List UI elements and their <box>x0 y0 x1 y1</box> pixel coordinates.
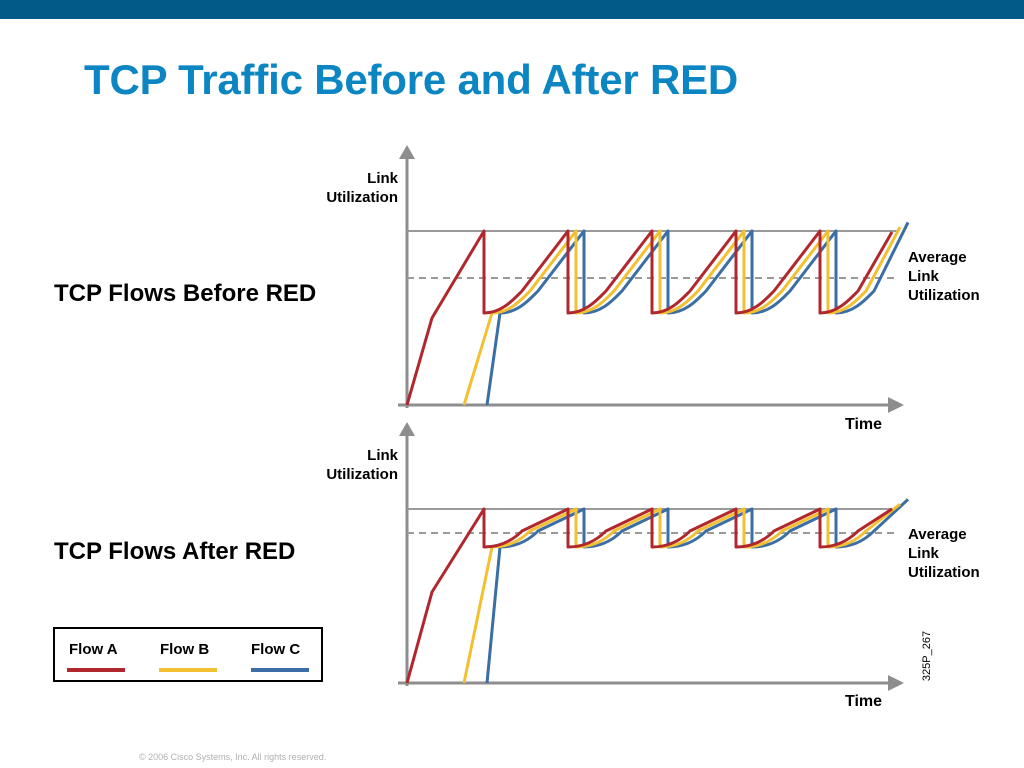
panel-before-average-label: Average Link Utilization <box>908 249 980 304</box>
panel-before-label: TCP Flows Before RED <box>54 280 317 307</box>
legend-swatch-flow-b <box>159 668 217 672</box>
panel-before-y-axis-arrow <box>399 145 415 159</box>
panel-before-x-axis-label: Time <box>845 416 883 433</box>
copyright-notice: © 2006 Cisco Systems, Inc. All rights re… <box>139 752 327 762</box>
panel-before-flow-a-line <box>405 229 894 406</box>
panel-after-x-axis-arrow <box>888 675 904 691</box>
top-bar <box>0 0 1024 19</box>
panel-before-y-axis-label: Link Utilization <box>326 170 398 206</box>
panel-after-label: TCP Flows After RED <box>54 538 296 565</box>
legend: Flow A Flow B Flow C <box>53 627 323 682</box>
legend-swatch-flow-a <box>67 668 125 672</box>
panel-after-y-axis-label: Link Utilization <box>326 447 398 483</box>
legend-label-flow-a: Flow A <box>69 641 118 658</box>
panel-after-average-label: Average Link Utilization <box>908 526 980 581</box>
legend-label-flow-c: Flow C <box>251 641 301 658</box>
panel-after-flow-a-line <box>405 507 893 684</box>
slide-title: TCP Traffic Before and After RED <box>84 56 739 103</box>
panel-after-y-axis-arrow <box>399 422 415 436</box>
legend-label-flow-b: Flow B <box>160 641 210 658</box>
panel-after-x-axis-label: Time <box>845 693 883 710</box>
panel-before-x-axis-arrow <box>888 397 904 413</box>
panel-before-flow-c-line <box>485 221 910 406</box>
legend-swatch-flow-c <box>251 668 309 672</box>
